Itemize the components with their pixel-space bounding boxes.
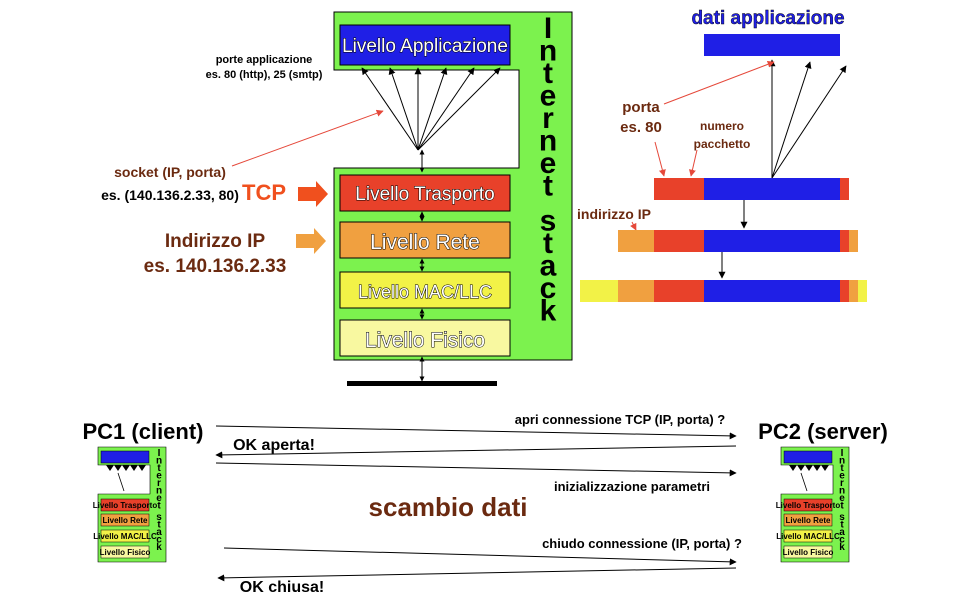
port-pointer-arrow xyxy=(663,60,775,105)
ip-tcp-trailer-block xyxy=(840,230,849,252)
physical-layer-label: Livello Fisico xyxy=(365,329,485,352)
physical-layer-box xyxy=(339,319,511,357)
physical-medium-bar xyxy=(347,381,497,386)
ip-address-label-2: es. 140.136.2.33 xyxy=(144,256,287,277)
ip-address-label-1: Indirizzo IP xyxy=(165,231,266,252)
msg-close-ok: OK chiusa! xyxy=(240,579,324,596)
frame-ip-trailer-block xyxy=(849,280,858,302)
msg-open-request: apri connessione TCP (IP, porta) ? xyxy=(515,412,726,427)
pc2-mini-transport-label: Livello Trasporto xyxy=(776,501,841,510)
app-data-label: dati applicazione xyxy=(691,8,844,29)
pc1-mini-transport-label: Livello Trasporto xyxy=(93,501,158,510)
ip-payload-block xyxy=(704,230,840,252)
frame-header-block xyxy=(580,280,618,302)
network-layer-label: Livello Rete xyxy=(370,231,480,254)
frame-tcp-header-block xyxy=(654,280,704,302)
tcp-header-block xyxy=(654,178,704,200)
pc2-server-label: PC2 (server) xyxy=(758,419,888,444)
msg-close-request: chiudo connessione (IP, porta) ? xyxy=(542,536,742,551)
frame-ip-header-block xyxy=(618,280,654,302)
port-fan-arrows xyxy=(361,67,501,151)
encapsulation-diagram: dati applicazione porta es. 80 numero pa… xyxy=(577,8,867,302)
pc1-client-label: PC1 (client) xyxy=(82,419,203,444)
left-labels: porte applicazione es. 80 (http), 25 (sm… xyxy=(101,54,384,277)
socket-label-2: es. (140.136.2.33, 80) xyxy=(101,187,239,203)
tcp-trailer-block xyxy=(840,178,849,200)
pc2-mini-stack: Livello Trasporto Livello Rete Livello M… xyxy=(776,446,850,563)
arrow-close-ok xyxy=(217,567,737,582)
arrow-open-request xyxy=(215,425,737,440)
frame-trailer-block xyxy=(858,280,867,302)
app-ports-label-1: porte applicazione xyxy=(216,54,313,66)
msg-open-ok: OK aperta! xyxy=(233,437,315,454)
pc1-mini-mac-label: Livello MAC/LLC xyxy=(93,532,157,541)
port-label-1: porta xyxy=(622,99,660,116)
msg-data-exchange: scambio dati xyxy=(369,492,528,522)
main-stack: Livello Applicazione Livello Trasporto L… xyxy=(333,11,573,386)
frame-payload-block xyxy=(704,280,840,302)
ip-address-pointer xyxy=(630,221,637,231)
pc2-mini-physical-label: Livello Fisico xyxy=(783,548,834,557)
arrow-init xyxy=(215,462,737,477)
app-data-arrows xyxy=(768,59,847,179)
frame-tcp-trailer-block xyxy=(840,280,849,302)
tcp-payload-block xyxy=(704,178,840,200)
ip-block-arrow xyxy=(296,228,326,254)
ip-header-block xyxy=(618,230,654,252)
mac-layer-label: Livello MAC/LLC xyxy=(358,282,492,302)
arrow-open-ok xyxy=(215,445,737,459)
socket-label-1: socket (IP, porta) xyxy=(114,164,226,180)
port-label-2: es. 80 xyxy=(620,119,662,136)
pc2-mini-network-label: Livello Rete xyxy=(786,516,831,525)
connection-exchange: PC1 (client) PC2 (server) Livello Traspo… xyxy=(82,412,887,596)
socket-pointer-arrow xyxy=(231,109,384,167)
port-segment-pointer xyxy=(654,141,666,177)
mac-layer-box xyxy=(339,271,511,309)
packet-number-label-2: pacchetto xyxy=(694,137,751,151)
pc2-mini-mac-label: Livello MAC/LLC xyxy=(776,532,840,541)
application-layer-label: Livello Applicazione xyxy=(342,36,508,57)
pc1-mini-stack: Livello Trasporto Livello Rete Livello M… xyxy=(93,446,167,563)
transport-layer-label: Livello Trasporto xyxy=(355,184,494,205)
application-layer-box xyxy=(339,24,511,66)
pc1-mini-physical-label: Livello Fisico xyxy=(100,548,151,557)
app-ports-label-2: es. 80 (http), 25 (smtp) xyxy=(206,69,323,81)
packet-number-label-1: numero xyxy=(700,119,744,133)
network-layer-box xyxy=(339,221,511,259)
app-data-block xyxy=(704,34,840,56)
ip-trailer-block xyxy=(849,230,858,252)
packet-number-pointer xyxy=(689,149,698,177)
ip-address-encap-label: indirizzo IP xyxy=(577,206,651,222)
arrow-close-request xyxy=(223,547,737,566)
transport-layer-box xyxy=(339,174,511,212)
msg-init: inizializzazione parametri xyxy=(554,479,710,494)
tcp-block-arrow xyxy=(298,181,328,207)
tcp-label: TCP xyxy=(242,180,286,205)
pc1-mini-network-label: Livello Rete xyxy=(103,516,148,525)
ip-tcp-header-block xyxy=(654,230,704,252)
